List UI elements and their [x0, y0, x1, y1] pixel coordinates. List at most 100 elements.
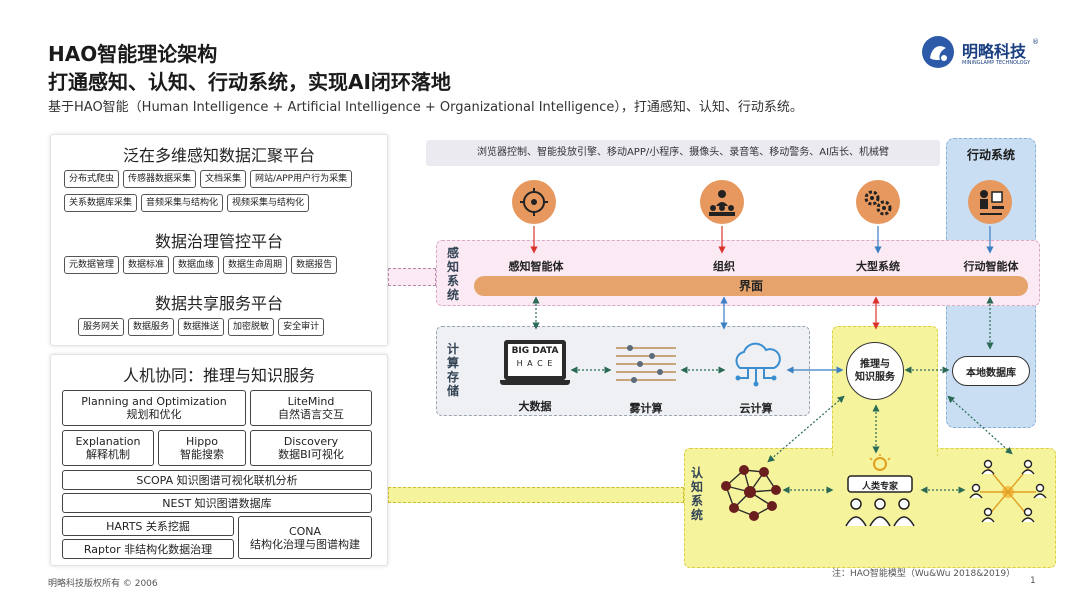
node-organization: 组织: [713, 260, 735, 273]
label-char: 储: [446, 384, 459, 398]
node-sensing-agent: 感知智能体: [508, 260, 564, 273]
interface-arrows: [532, 296, 994, 350]
page-description: 基于HAO智能（Human Intelligence + Artificial …: [48, 100, 803, 115]
explanation-cell: Explanation 解释机制: [62, 430, 154, 466]
organization-icon: [700, 180, 744, 224]
chip: 网站/APP用户行为采集: [250, 170, 353, 188]
raptor-label: Raptor 非结构化数据治理: [83, 542, 213, 556]
sharing-platform-title: 数据共享服务平台: [154, 294, 283, 313]
chip: 音频采集与结构化: [141, 194, 224, 212]
sensing-agent-icon: [512, 180, 556, 224]
action-system-title: 行动系统: [966, 148, 1015, 162]
logo-reg: ®: [1032, 38, 1039, 46]
human-expert-icon: [838, 454, 922, 530]
top-arrows: [530, 226, 994, 254]
logo-subname: MININGLAMP TECHNOLOGY: [962, 60, 1031, 66]
harts-cell: HARTS 关系挖掘: [62, 516, 234, 536]
chip: 视频采集与结构化: [227, 194, 310, 212]
chip: 数据血缘: [173, 256, 220, 274]
sensing-chips-row2: 关系数据库采集 音频采集与结构化 视频采集与结构化: [64, 194, 310, 212]
cognition-system-label: 认 知 系 统: [690, 466, 704, 522]
reasoning-line1: 推理与: [860, 359, 890, 370]
page-subtitle-title: 打通感知、认知、行动系统，实现AI闭环落地: [48, 70, 451, 94]
label-char: 知: [446, 260, 459, 274]
collab-title: 人机协同：推理与知识服务: [122, 366, 315, 385]
chip: 文档采集: [200, 170, 247, 188]
cognition-connector: [388, 487, 684, 503]
chip: 分布式爬虫: [64, 170, 120, 188]
label-char: 计: [446, 342, 459, 356]
discovery-en: Discovery: [283, 435, 339, 448]
chip: 数据报告: [291, 256, 338, 274]
robot-worker-icon: [968, 180, 1012, 224]
chip: 服务网关: [78, 318, 125, 336]
label-char: 认: [690, 466, 703, 480]
big-data-icon: BIG DATA H A C E: [500, 340, 570, 388]
cognition-arrows: [767, 395, 1013, 494]
cona-cell: CONA 结构化治理与图谱构建: [238, 516, 372, 559]
page-number: 1: [1030, 576, 1036, 586]
node-big-data: 大数据: [518, 400, 552, 413]
scopa-label: SCOPA 知识图谱可视化联机分析: [136, 473, 298, 487]
chip: 数据标准: [123, 256, 170, 274]
node-large-system: 大型系统: [856, 260, 900, 273]
logo-icon: [922, 36, 954, 68]
local-database-node: 本地数据库: [952, 356, 1030, 386]
label-char: 系: [690, 494, 703, 508]
nest-label: NEST 知识图谱数据库: [162, 496, 272, 510]
bigdata-line1: BIG DATA: [511, 346, 559, 356]
sensing-chips-row1: 分布式爬虫 传感器数据采集 文档采集 网站/APP用户行为采集: [64, 170, 353, 188]
sensing-platform-title: 泛在多维感知数据汇聚平台: [122, 146, 315, 165]
perception-connector: [388, 268, 436, 286]
discovery-zh: 数据BI可视化: [278, 448, 344, 461]
devices-bar: 浏览器控制、智能投放引擎、移动APP/小程序、摄像头、录音笔、移动警务、AI店长…: [426, 140, 940, 166]
harts-label: HARTS 关系挖掘: [106, 519, 190, 533]
fog-computing-icon: [612, 342, 680, 388]
reasoning-zone-joint: [833, 440, 937, 452]
governance-chips: 元数据管理 数据标准 数据血缘 数据生命周期 数据报告: [64, 256, 338, 274]
litemind-zh: 自然语言交互: [278, 408, 344, 421]
litemind-en: LiteMind: [287, 395, 335, 408]
neural-brain-icon: [714, 456, 786, 528]
hippo-cell: Hippo 智能搜索: [158, 430, 246, 466]
copyright: 明略科技版权所有 © 2006: [48, 579, 158, 589]
big-data-screen: BIG DATA H A C E: [508, 344, 562, 376]
label-char: 统: [446, 288, 459, 302]
compute-storage-label: 计 算 存 储: [446, 342, 460, 398]
node-cloud-computing: 云计算: [739, 402, 773, 415]
chip: 关系数据库采集: [64, 194, 138, 212]
planning-cell: Planning and Optimization 规划和优化: [62, 390, 246, 426]
cona-zh: 结构化治理与图谱构建: [250, 537, 360, 551]
gears-icon: [856, 180, 900, 224]
scopa-cell: SCOPA 知识图谱可视化联机分析: [62, 470, 372, 490]
hippo-en: Hippo: [185, 435, 219, 448]
chip: 数据生命周期: [223, 256, 288, 274]
hippo-zh: 智能搜索: [180, 448, 224, 461]
page-title: HAO智能理论架构: [48, 42, 218, 66]
node-fog-computing: 雾计算: [629, 402, 663, 415]
cloud-computing-icon: [726, 340, 786, 388]
interface-bar: 界面: [474, 276, 1028, 296]
label-char: 感: [446, 246, 459, 260]
chip: 安全审计: [278, 318, 325, 336]
chip: 元数据管理: [64, 256, 120, 274]
explanation-zh: 解释机制: [86, 448, 130, 461]
nest-cell: NEST 知识图谱数据库: [62, 493, 372, 513]
discovery-cell: Discovery 数据BI可视化: [250, 430, 372, 466]
reasoning-knowledge-node: 推理与 知识服务: [846, 342, 904, 400]
label-char: 存: [446, 370, 459, 384]
chip: 数据服务: [128, 318, 175, 336]
chip: 数据推送: [178, 318, 225, 336]
model-note: 注：HAO智能模型（Wu&Wu 2018&2019）: [832, 569, 1016, 579]
reasoning-line2: 知识服务: [855, 372, 895, 383]
explanation-en: Explanation: [75, 435, 141, 448]
sharing-chips: 服务网关 数据服务 数据推送 加密脱敏 安全审计: [78, 318, 325, 336]
raptor-cell: Raptor 非结构化数据治理: [62, 539, 234, 559]
litemind-cell: LiteMind 自然语言交互: [250, 390, 372, 426]
label-char: 知: [690, 480, 703, 494]
perception-system-label: 感 知 系 统: [446, 246, 460, 302]
logo-name: 明略科技: [962, 42, 1027, 61]
chip: 加密脱敏: [228, 318, 275, 336]
planning-zh: 规划和优化: [126, 408, 182, 421]
